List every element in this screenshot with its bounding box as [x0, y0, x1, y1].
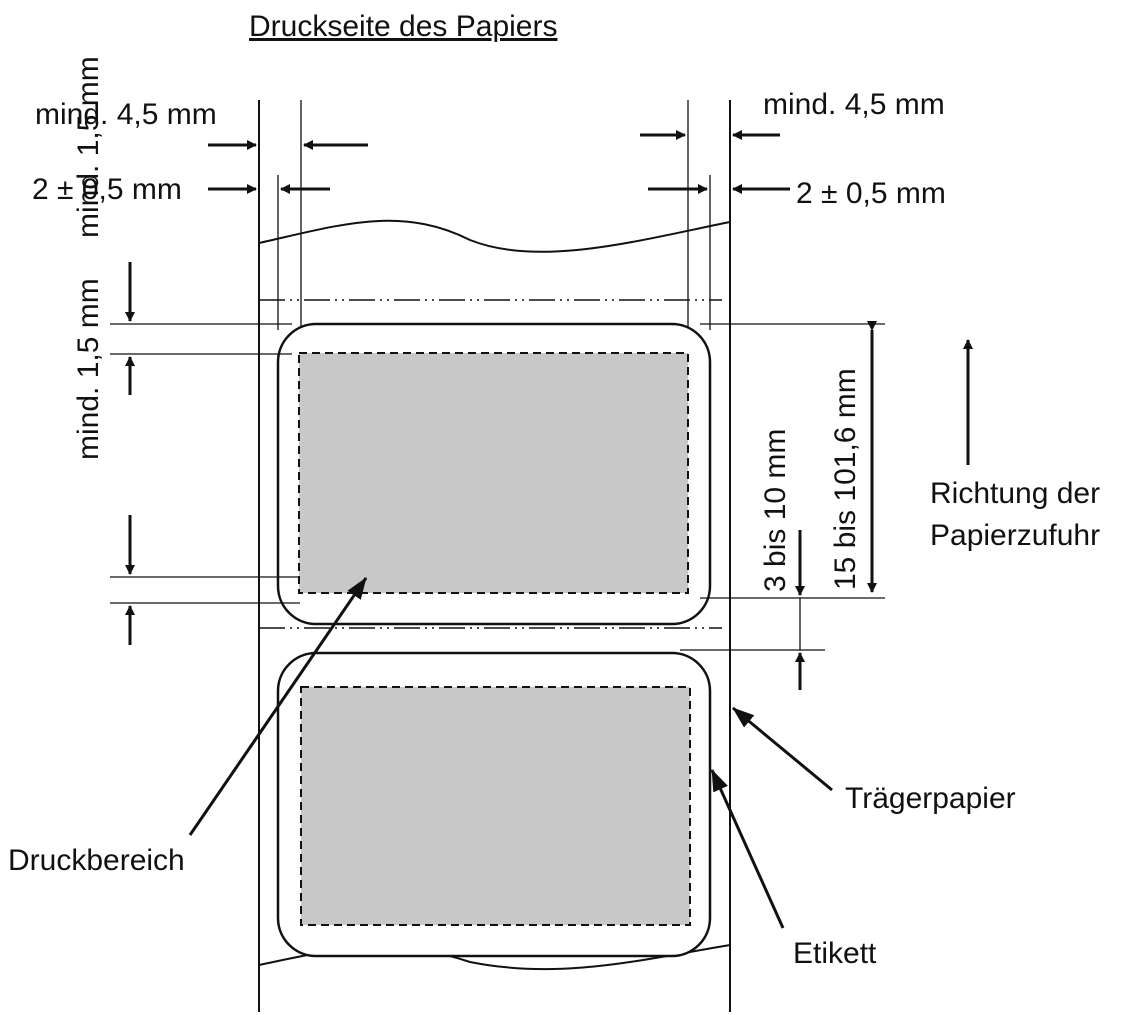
feed-direction-label-line2: Papierzufuhr [930, 519, 1100, 552]
label-pointer [710, 769, 785, 929]
margin-arrows-left [208, 140, 368, 194]
print-area-lower [300, 686, 691, 926]
print-area-label: Druckbereich [8, 844, 185, 877]
print-area-upper [298, 352, 689, 594]
min-margin-right-label: mind. 4,5 mm [763, 88, 945, 121]
diagram-title: Druckseite des Papiers [249, 10, 557, 43]
print-area-pointer [188, 577, 368, 836]
extension-lines [110, 323, 885, 651]
tolerance-left-label: 2 ± 0,5 mm [32, 173, 182, 206]
reference-lines [277, 100, 711, 330]
min-top-upper-label: mind. 1,5 mm [72, 56, 105, 238]
label-length-label: 15 bis 101,6 mm [829, 368, 862, 590]
tolerance-right-label: 2 ± 0,5 mm [796, 177, 946, 210]
min-top-lower-label: mind. 1,5 mm [72, 278, 105, 460]
feed-direction-label-line1: Richtung der [930, 477, 1100, 510]
label-label: Etikett [793, 937, 877, 970]
backing-paper-label: Trägerpapier [845, 782, 1016, 815]
backing-paper-pointer [732, 706, 833, 792]
gap-label: 3 bis 10 mm [759, 429, 792, 592]
min-margin-left-label: mind. 4,5 mm [35, 98, 217, 131]
margin-arrows-right [640, 130, 790, 194]
